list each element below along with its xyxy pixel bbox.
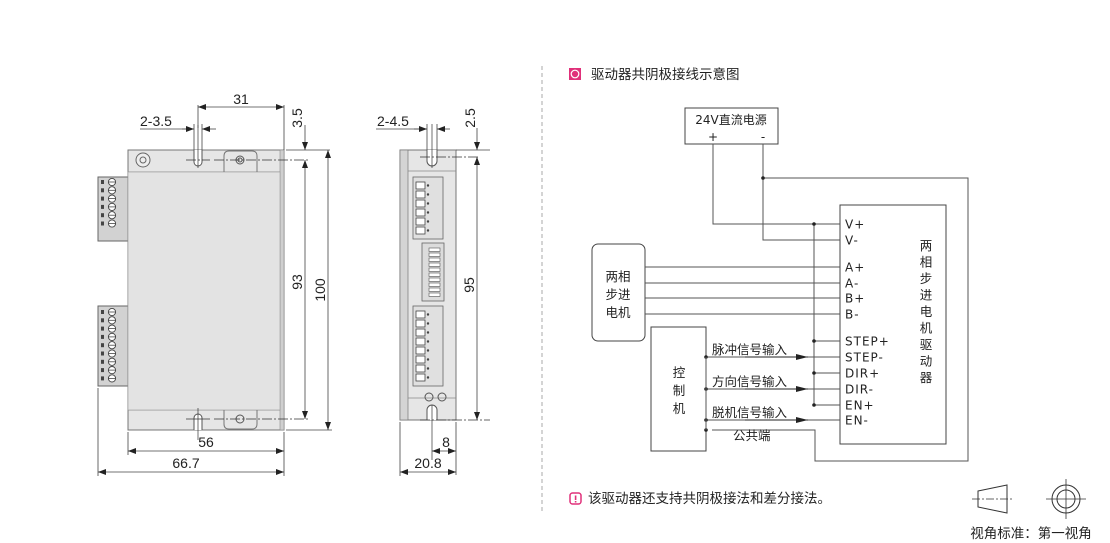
dip-switch-lever [428,272,441,277]
dim-hole-spacing: 31 [233,91,249,107]
connector-pin [415,364,426,373]
dip-switch-lever [428,257,441,262]
note-text: 该驱动器还支持共阴极接法和差分接法。 [588,490,831,507]
projection-symbol: 视角标准：第一视角 [970,479,1092,542]
driver-terminal-label: STEP+ [845,335,890,349]
led-indicator [437,392,447,402]
connector-pin [415,328,426,337]
controller-box [650,326,707,452]
dip-switch-lever [428,277,441,282]
driver-terminal-label: B+ [845,292,865,306]
power-plus: + [708,130,718,144]
connector-pin [415,373,426,382]
driver-name-char: 机 [920,321,933,336]
dim-hole-diameter-side: 2-4.5 [377,113,409,129]
power-supply-box [684,107,779,145]
power-supply-label: 24V直流电源 [695,113,766,127]
connector-pin [415,310,426,319]
driver-terminal-label: A+ [845,261,865,275]
truncated-cone-icon [977,484,1008,514]
driver-name-char: 步 [920,271,933,286]
connector-pin [415,217,426,226]
front-view: 31 2-3.5 3.5 93 100 56 66.7 [97,91,332,476]
driver-name-char: 相 [920,255,933,270]
driver-terminal-label: STEP- [845,351,884,365]
driver-terminal-label: V+ [845,218,865,232]
driver-name-char: 器 [920,370,933,385]
side-view: 2-4.5 2.5 95 8 20.8 [376,108,490,476]
dip-switch-lever [428,262,441,267]
wiring-title: 驱动器共阴极接线示意图 [591,66,740,83]
connector-pin [415,355,426,364]
dim-body-width: 56 [198,434,214,450]
controller-label-char: 制 [673,383,686,398]
connector-pin [415,199,426,208]
dip-switch-lever [428,247,441,252]
driver-terminal-label: A- [845,277,859,291]
driver-name-char: 进 [920,288,933,303]
driver-terminal-label: DIR+ [845,367,880,381]
dip-switch-lever [428,287,441,292]
driver-name-char: 驱 [920,337,933,352]
driver-box [839,204,947,445]
controller-label-char: 机 [673,401,686,416]
motor-label-line: 步进 [605,287,631,302]
dip-switch-lever [428,282,441,287]
dim-hole-offset-side: 8 [442,434,450,450]
connector-pin [415,346,426,355]
dim-side-height: 95 [461,277,477,293]
controller-label-char: 控 [673,365,686,380]
projection-label: 视角标准：第一视角 [970,525,1092,542]
wiring-diagram: 驱动器共阴极接线示意图 24V直流电源 + - V+ V- A+ A-B+ B- STEP… [569,66,969,462]
connector-pin [415,226,426,235]
dim-total-height: 100 [312,278,328,302]
connector-pin [415,319,426,328]
driver-name-char: 两 [920,238,933,253]
driver-terminal-label: B- [845,308,860,322]
dim-inner-height: 93 [289,274,305,290]
driver-terminal-label: EN- [845,414,869,428]
dip-switch-lever [428,267,441,272]
dim-top-offset-front: 3.5 [289,108,305,128]
connector-pin [415,181,426,190]
motor-label-line: 两相 [605,269,630,284]
dim-total-width: 66.7 [172,455,199,471]
driver-terminal-label: DIR- [845,383,874,397]
connector-pin [415,208,426,217]
connector-pin [415,190,426,199]
motor-box [591,243,646,342]
concentric-circles-icon [1046,479,1086,519]
dip-switch-lever [428,292,441,297]
note: 该驱动器还支持共阴极接法和差分接法。 [569,490,831,507]
driver-name-char: 动 [920,354,933,369]
dim-hole-diameter-front: 2-3.5 [140,113,172,129]
motor-label-line: 电机 [605,305,631,320]
front-terminal-block-top [97,176,129,242]
signal-enable-label: 脱机信号输入 [712,405,788,420]
driver-terminal-label: EN+ [845,399,875,413]
signal-common-label: 公共端 [733,428,771,443]
driver-name-char: 电 [920,304,933,319]
dip-switch-lever [428,252,441,257]
front-terminal-block-bottom [97,305,129,387]
signal-pulse-label: 脉冲信号输入 [712,342,788,357]
signal-direction-label: 方向信号输入 [712,374,788,389]
connector-pin [415,337,426,346]
driver-terminal-label: V- [845,234,859,248]
dim-side-width: 20.8 [414,455,441,471]
led-indicator [424,392,434,402]
dim-top-offset-side: 2.5 [462,108,478,128]
power-minus: - [761,130,765,144]
